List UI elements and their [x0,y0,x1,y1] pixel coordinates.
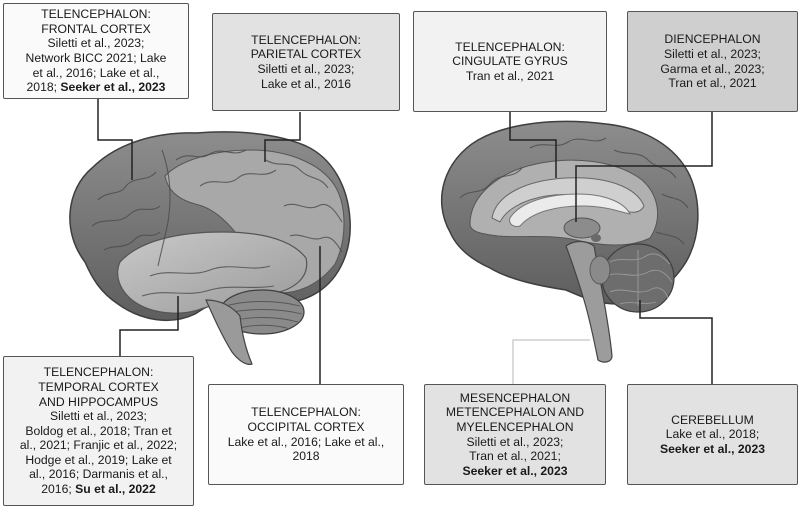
connector-diencephalon [575,112,713,222]
frontal-line-3: Siletti et al., 2023; [47,36,145,51]
diencephalon-line-4: Tran et al., 2021 [668,76,757,91]
cingulate-gyrus-box: TELENCEPHALON: CINGULATE GYRUS Tran et a… [413,11,607,112]
lateral-brain [69,131,351,365]
connector-lines [97,98,713,384]
occipital-line-2: OCCIPITAL CORTEX [247,419,365,434]
cingulate-line-3: Tran et al., 2021 [465,68,555,83]
mesencephalon-line-2: METENCEPHALON AND [445,405,585,420]
mesencephalon-line-5: Tran et al., 2021; [469,449,561,464]
cerebellum-box: CEREBELLUM Lake et al., 2018; Seeker et … [627,384,798,485]
frontal-line-1: TELENCEPHALON: [41,7,151,22]
temporal-citation-bold: Su et al., 2022 [75,482,156,497]
cingulate-line-2: CINGULATE GYRUS [452,54,568,69]
frontal-citation-plain: 2018; [26,80,61,95]
parietal-line-1: TELENCEPHALON: [251,32,361,47]
temporal-line-2: TEMPORAL CORTEX [38,379,159,394]
frontal-line-4: Network BICC 2021; Lake [25,51,167,65]
diencephalon-line-1: DIENCEPHALON [664,32,761,47]
cerebellum-citation-bold: Seeker et al., 2023 [659,441,766,456]
temporal-line-6: al., 2021; Franjic et al., 2022; [19,438,178,453]
temporal-line-5: Boldog et al., 2018; Tran et [25,423,172,438]
temporal-cortex-box: TELENCEPHALON: TEMPORAL CORTEX AND HIPPO… [3,356,194,506]
connector-cingulate [509,112,557,178]
frontal-cortex-box: TELENCEPHALON: FRONTAL CORTEX Siletti et… [3,3,189,99]
mesencephalon-line-1: MESENCEPHALON [459,390,571,405]
connector-frontal [97,98,133,180]
cerebellum-line-1: CEREBELLUM [671,412,754,427]
connector-parietal [264,112,301,162]
frontal-line-5: et al., 2016; Lake et al., [32,65,160,80]
connector-temporal [119,296,179,356]
parietal-line-4: Lake et al., 2016 [260,76,352,91]
occipital-line-3: Lake et al., 2016; Lake et al., [227,434,385,449]
cingulate-line-1: TELENCEPHALON: [455,39,565,54]
mesencephalon-line-3: MYELENCEPHALON [456,419,574,434]
occipital-line-4: 2018 [292,449,320,464]
parietal-cortex-box: TELENCEPHALON: PARIETAL CORTEX Siletti e… [212,13,400,111]
frontal-citation-bold: Seeker et al., 2023 [60,80,166,95]
temporal-line-4: Siletti et al., 2023; [50,409,147,424]
diencephalon-line-3: Garma et al., 2023; [660,61,765,76]
temporal-citation-plain: 2016; [41,482,76,497]
diencephalon-box: DIENCEPHALON Siletti et al., 2023; Garma… [627,11,798,112]
mesencephalon-line-4: Siletti et al., 2023; [466,434,564,449]
cerebellum-line-2: Lake et al., 2018; [665,427,760,442]
connector-mesencephalon [512,339,590,384]
temporal-line-7: Hodge et al., 2019; Lake et [25,452,172,467]
parietal-line-2: PARIETAL CORTEX [250,47,362,62]
temporal-line-1: TELENCEPHALON: [43,365,154,380]
frontal-line-2: FRONTAL CORTEX [41,21,151,36]
temporal-line-3: AND HIPPOCAMPUS [38,394,159,409]
connector-cerebellum [639,300,713,384]
occipital-cortex-box: TELENCEPHALON: OCCIPITAL CORTEX Lake et … [208,384,404,485]
sagittal-brain [441,120,699,363]
diencephalon-line-2: Siletti et al., 2023; [664,46,761,61]
mesencephalon-box: MESENCEPHALON METENCEPHALON AND MYELENCE… [424,384,606,485]
temporal-line-8: al., 2016; Darmanis et al., [29,467,168,482]
temporal-line-9: 2016; Su et al., 2022 [41,482,156,497]
mesencephalon-citation-bold: Seeker et al., 2023 [462,463,568,478]
occipital-line-1: TELENCEPHALON: [251,405,361,420]
parietal-line-3: Siletti et al., 2023; [257,62,355,76]
frontal-line-6: 2018; Seeker et al., 2023 [27,80,166,95]
